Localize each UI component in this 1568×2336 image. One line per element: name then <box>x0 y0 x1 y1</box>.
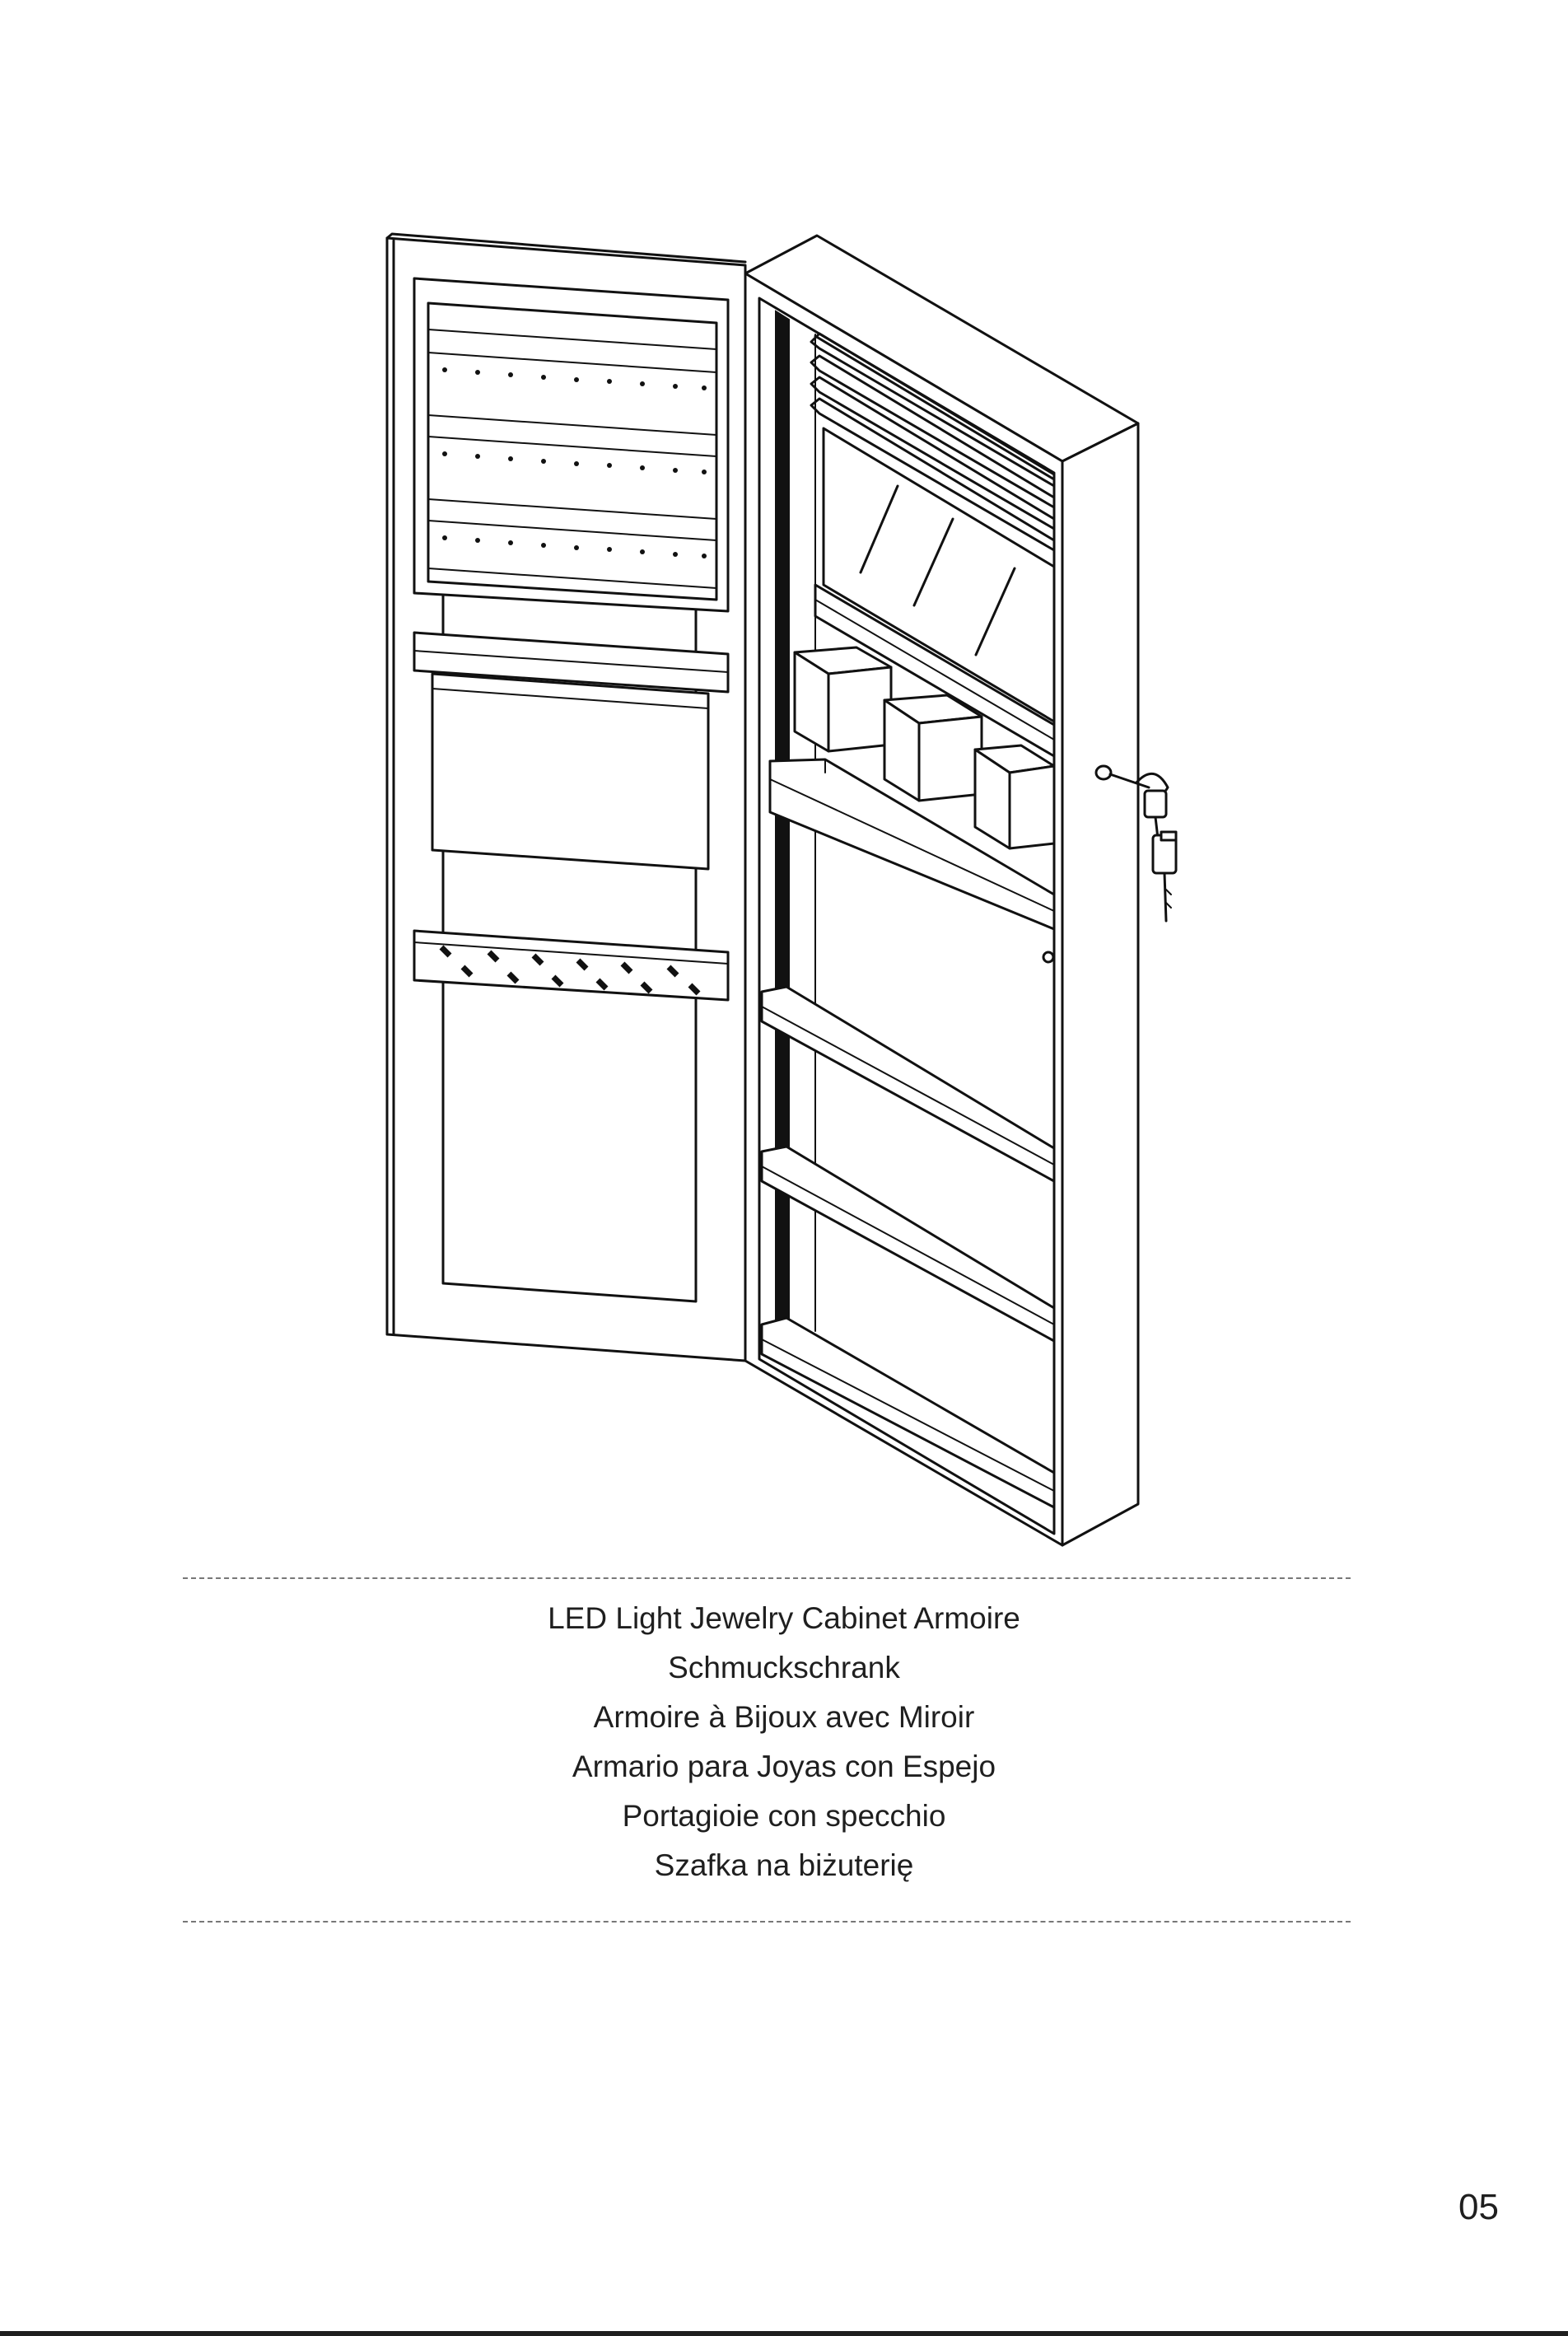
door-pocket <box>432 674 708 869</box>
product-title-list: LED Light Jewelry Cabinet Armoire Schmuc… <box>0 1594 1568 1890</box>
title-polish: Szafka na biżuterię <box>0 1841 1568 1890</box>
title-german: Schmuckschrank <box>0 1643 1568 1693</box>
page-number: 05 <box>1458 2187 1499 2228</box>
jewelry-cabinet-illustration <box>0 0 1568 1565</box>
dashed-divider-top <box>183 1577 1351 1579</box>
title-english: LED Light Jewelry Cabinet Armoire <box>0 1594 1568 1643</box>
dashed-divider-bottom <box>183 1921 1351 1923</box>
title-italian: Portagioie con specchio <box>0 1792 1568 1841</box>
page-bottom-border <box>0 2331 1568 2336</box>
earring-panel <box>414 278 728 611</box>
title-french: Armoire à Bijoux avec Miroir <box>0 1693 1568 1742</box>
title-spanish: Armario para Joyas con Espejo <box>0 1742 1568 1792</box>
